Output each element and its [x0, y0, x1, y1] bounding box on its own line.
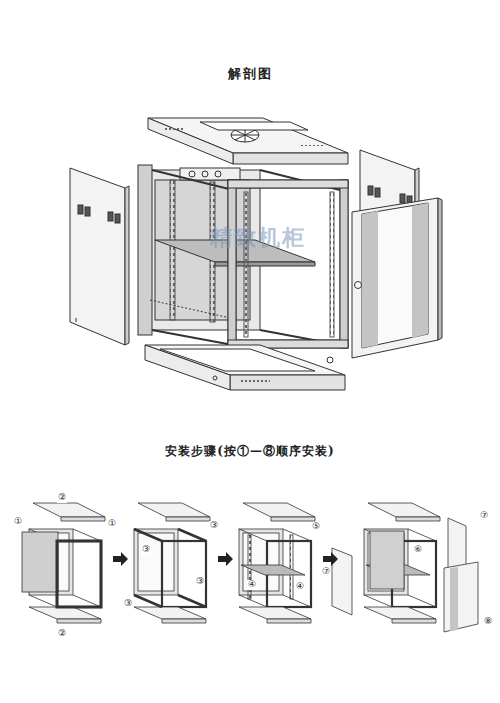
- callout-number: ②: [57, 493, 67, 503]
- callout-number: ③: [195, 577, 205, 587]
- callout-number: ④: [295, 582, 305, 592]
- callout-number: ⑥: [413, 545, 423, 555]
- watermark: 精致机柜: [210, 226, 306, 250]
- callout-number: ①: [13, 517, 23, 527]
- section-heading: 安装步骤(按①—⑧顺序安装): [165, 445, 334, 458]
- callout-number: ④: [247, 580, 257, 590]
- callout-number: ⑧: [483, 617, 493, 627]
- callout-number: ⑦: [479, 511, 489, 521]
- callout-number: ⑤: [311, 522, 321, 532]
- callout-number: ③: [141, 545, 151, 555]
- callout-number: ③: [123, 599, 133, 609]
- callout-number: ②: [57, 629, 67, 639]
- callout-number: ③: [209, 521, 219, 531]
- callout-number: ①: [107, 519, 117, 529]
- callout-number: ⑦: [321, 567, 331, 577]
- diagram-title: 解剖图: [228, 67, 273, 81]
